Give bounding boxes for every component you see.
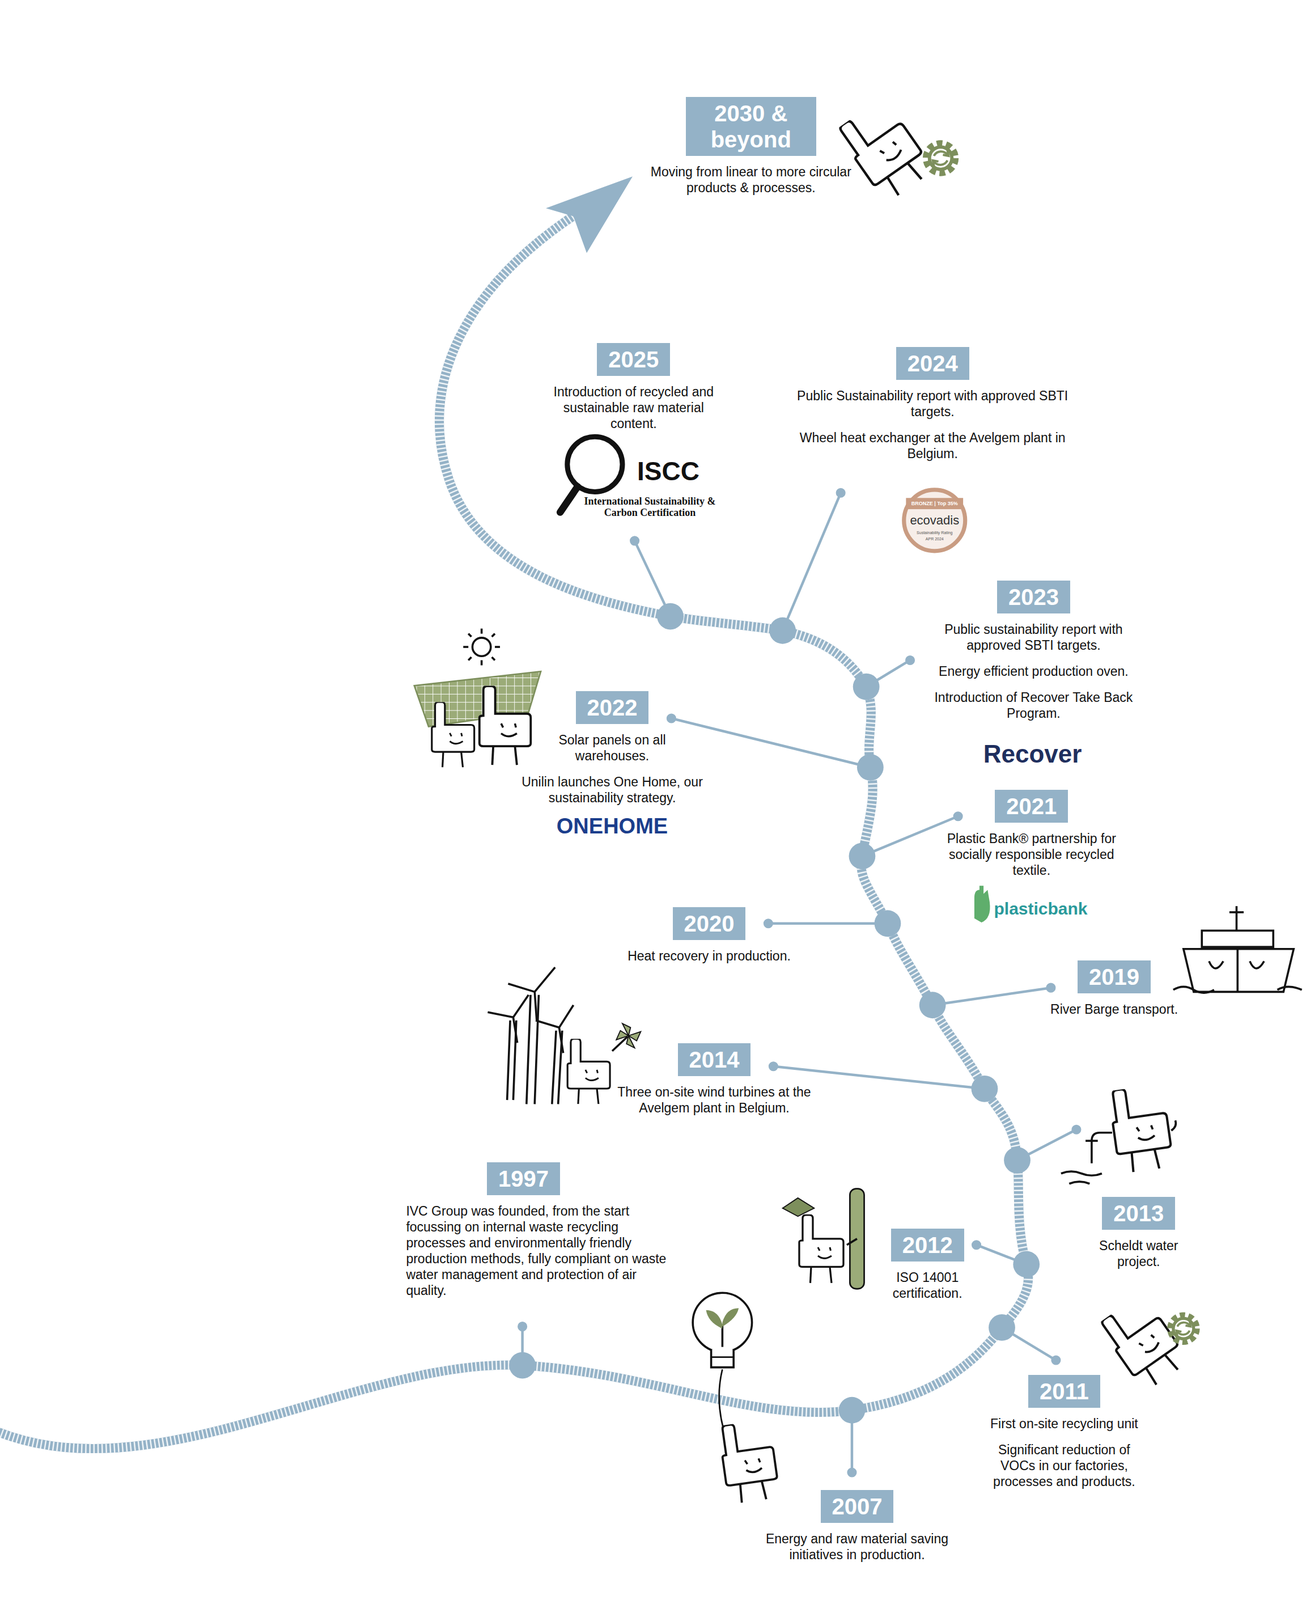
- timeline-milestone: 2030 & beyondMoving from linear to more …: [643, 96, 859, 196]
- year-box: 2024: [896, 346, 970, 380]
- logo-text: International Sustainability & Carbon Ce…: [582, 495, 719, 519]
- milestone-text: Public sustainability report with approv…: [919, 621, 1147, 653]
- timeline-milestone: 2021Plastic Bank® partnership for social…: [929, 789, 1134, 879]
- timeline-milestone: 2024Public Sustainability report with ap…: [796, 346, 1069, 462]
- milestone-text: Three on-site wind turbines at the Avelg…: [612, 1083, 817, 1116]
- milestone-text: Public Sustainability report with approv…: [796, 387, 1069, 420]
- milestone-text: Unilin launches One Home, our sustainabi…: [521, 773, 703, 806]
- year-box: 2007: [820, 1489, 894, 1523]
- year-box: 2025: [596, 342, 671, 376]
- year-box: 2012: [891, 1228, 965, 1262]
- milestone-text: River Barge transport.: [1035, 1001, 1194, 1017]
- timeline-milestone: 2019River Barge transport.: [1035, 960, 1194, 1017]
- logo-text: BRONZE | Top 35%: [911, 501, 958, 507]
- milestone-text: Heat recovery in production.: [607, 947, 812, 964]
- milestone-text: Introduction of recycled and sustainable…: [540, 383, 728, 432]
- year-box: 1997: [486, 1162, 561, 1195]
- timeline-milestone: 2011First on-site recycling unitSignific…: [981, 1374, 1147, 1490]
- logo-text: ecovadis: [909, 513, 960, 528]
- logo-text: ONEHOME: [556, 814, 668, 839]
- timeline-milestone: 1997IVC Group was founded, from the star…: [405, 1162, 667, 1299]
- milestone-text: Solar panels on all warehouses.: [521, 731, 703, 764]
- year-box: 2030 & beyond: [685, 96, 817, 156]
- milestone-text: Energy and raw material saving initiativ…: [760, 1530, 954, 1563]
- year-box: 2011: [1028, 1374, 1101, 1408]
- milestone-text: ISO 14001 certification.: [879, 1269, 976, 1301]
- year-box: 2019: [1077, 960, 1151, 994]
- year-box: 2022: [575, 690, 650, 724]
- milestone-text: Wheel heat exchanger at the Avelgem plan…: [796, 429, 1069, 462]
- logo-text: APR 2024: [925, 536, 944, 542]
- logo-text: ISCC: [637, 456, 700, 486]
- milestone-text: Moving from linear to more circular prod…: [643, 163, 859, 196]
- logo-text: plasticbank: [993, 899, 1088, 918]
- logo-text: Sustainability Rating: [916, 530, 953, 536]
- timeline-milestone: 2025Introduction of recycled and sustain…: [540, 342, 728, 432]
- logo-text: Recover: [983, 740, 1083, 768]
- milestone-text: Significant reduction of VOCs in our fac…: [981, 1441, 1147, 1490]
- milestone-text: Plastic Bank® partnership for socially r…: [929, 830, 1134, 879]
- timeline-milestone: 2014Three on-site wind turbines at the A…: [612, 1042, 817, 1116]
- year-box: 2021: [994, 789, 1068, 823]
- timeline-milestone: 2007Energy and raw material saving initi…: [760, 1489, 954, 1563]
- year-box: 2013: [1101, 1196, 1176, 1230]
- timeline-milestone: 2013Scheldt water project.: [1082, 1196, 1196, 1270]
- milestone-text: IVC Group was founded, from the start fo…: [405, 1202, 667, 1299]
- milestone-text: First on-site recycling unit: [981, 1415, 1147, 1432]
- milestone-text: Energy efficient production oven.: [919, 663, 1147, 680]
- timeline-milestone: 2012ISO 14001 certification.: [879, 1228, 976, 1301]
- timeline-milestone: 2020Heat recovery in production.: [607, 906, 812, 964]
- timeline-milestone: 2023Public sustainability report with ap…: [919, 580, 1147, 722]
- milestone-text: Scheldt water project.: [1082, 1237, 1196, 1270]
- year-box: 2023: [997, 580, 1071, 614]
- year-box: 2020: [672, 906, 746, 940]
- timeline-milestone: 2022Solar panels on all warehouses. Unili…: [521, 690, 703, 806]
- milestone-text: Introduction of Recover Take Back Progra…: [919, 689, 1147, 722]
- year-box: 2014: [677, 1042, 752, 1076]
